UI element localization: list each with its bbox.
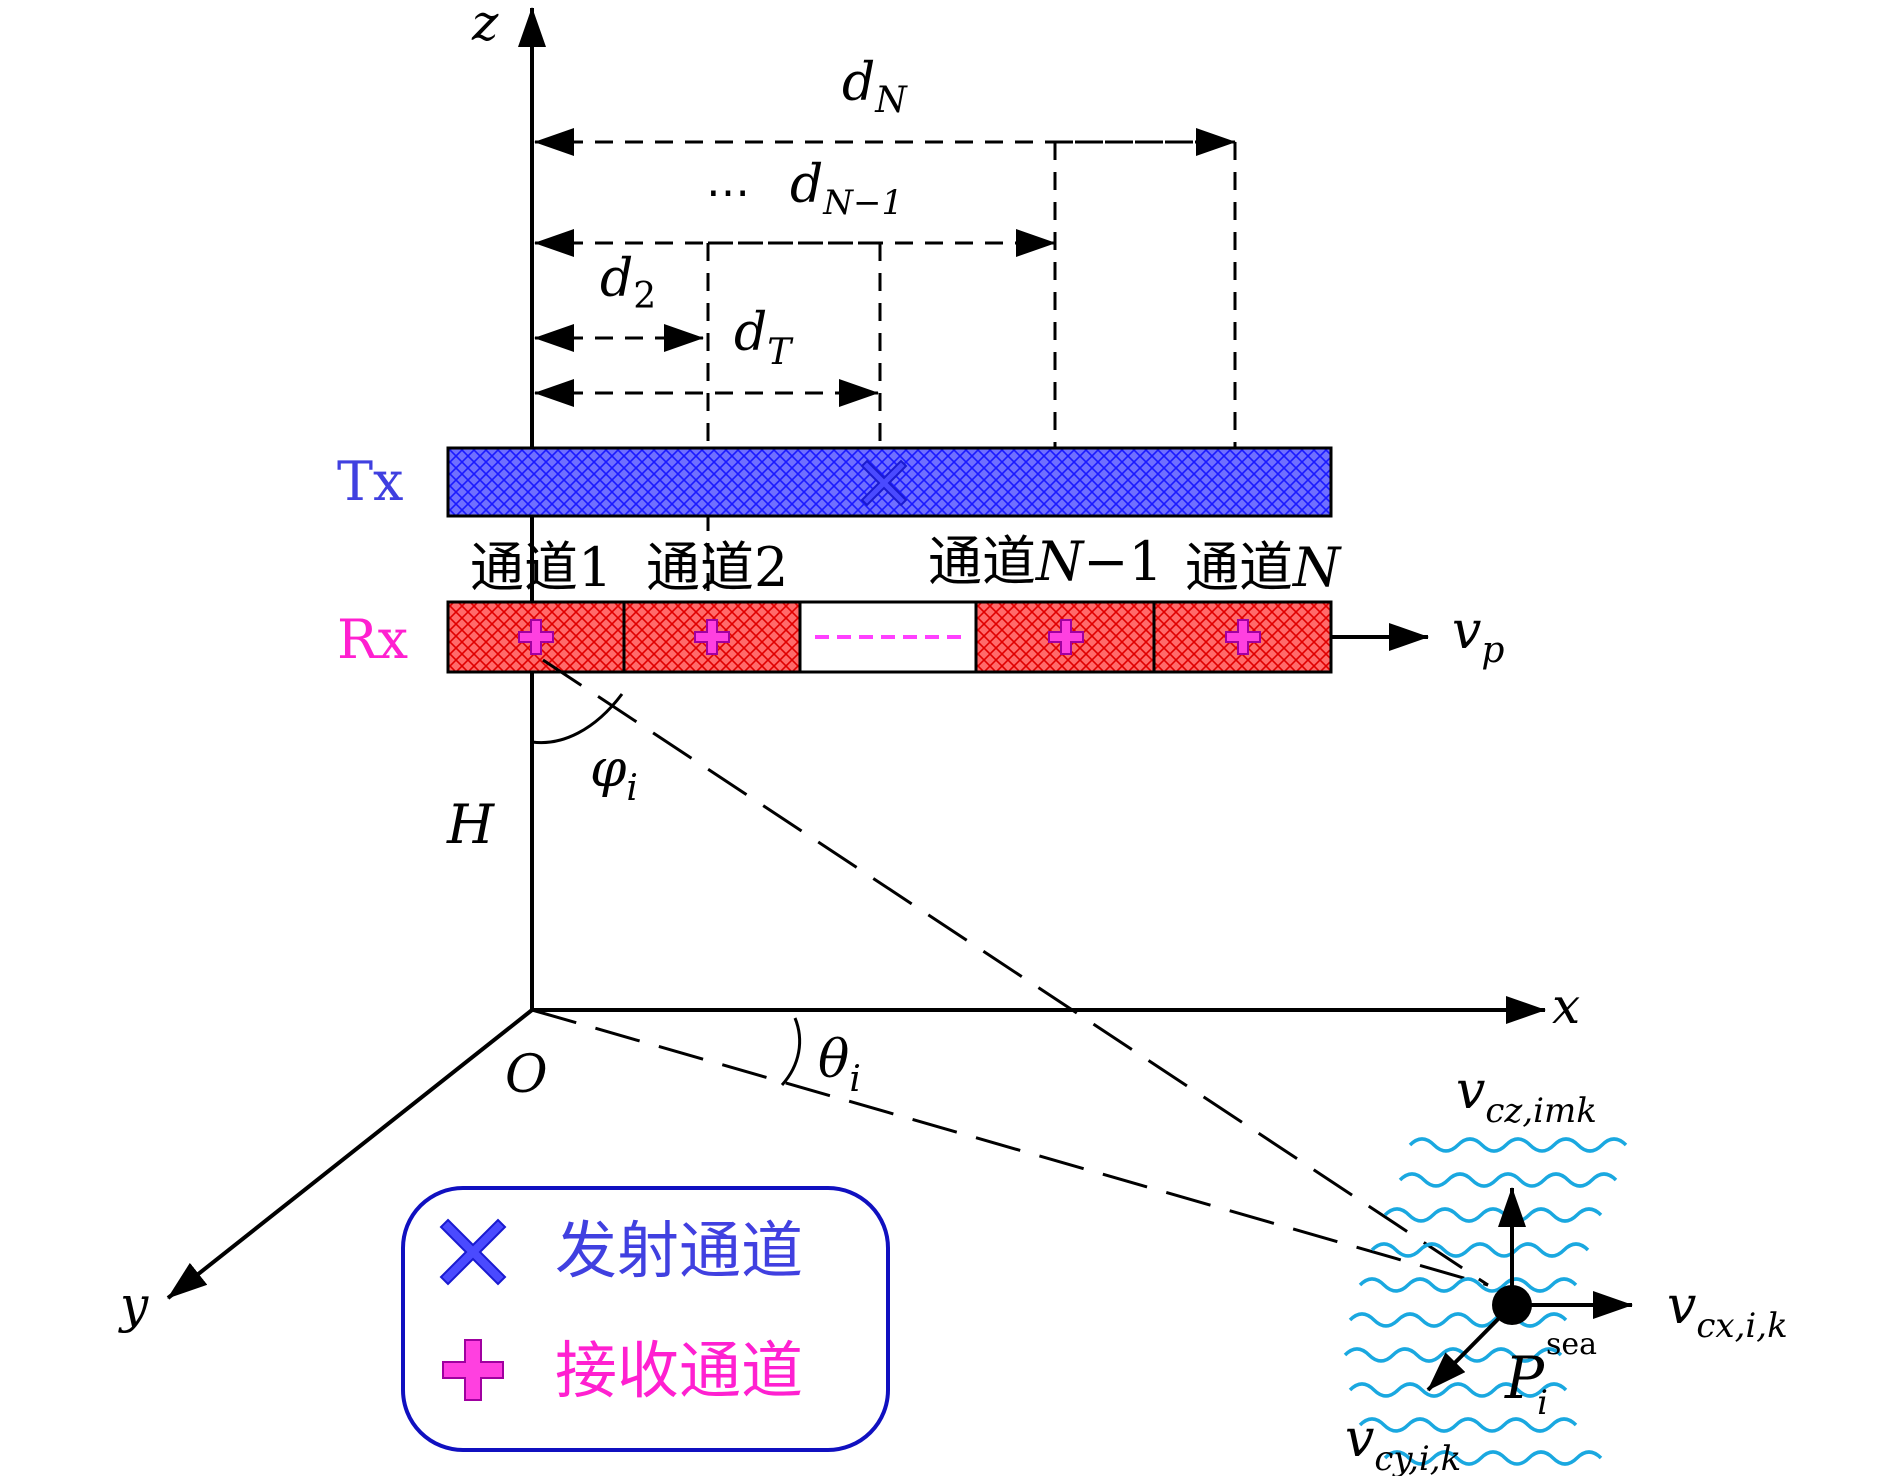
theta-arc — [780, 1017, 802, 1087]
y-axis — [166, 1008, 534, 1300]
dT-label: dT — [734, 303, 794, 373]
tx-antenna: Tx — [337, 446, 1333, 518]
origin-label: O — [505, 1045, 548, 1105]
channel-N-1-label: 通道N−1 — [928, 530, 1163, 593]
distance-arrows — [534, 128, 1236, 407]
legend-rx-label: 接收通道 — [555, 1334, 803, 1407]
channel-2-label: 通道2 — [646, 536, 788, 599]
legend-box — [401, 1186, 890, 1452]
tx-channel-marker — [860, 459, 908, 507]
distance-guides — [706, 140, 1237, 600]
tx-label: Tx — [337, 450, 403, 513]
rx-label: Rx — [337, 608, 408, 671]
channel-labels: 通道1 通道2 通道N−1 通道N — [470, 530, 1342, 599]
dN1-label: dN−1 — [790, 155, 903, 223]
legend-rx-marker — [442, 1339, 504, 1401]
vcx-label: vcx,i,k — [1667, 1276, 1788, 1346]
x-axis-label: x — [1552, 977, 1580, 1035]
axes: z x y O — [118, 0, 1580, 1334]
scatterer — [1426, 1187, 1633, 1392]
scatter-point — [1492, 1285, 1532, 1325]
z-axis-label: z — [471, 0, 499, 52]
dN-label: dN — [842, 53, 908, 121]
look-geometry — [531, 658, 1489, 1287]
legend-tx-label: 发射通道 — [555, 1214, 803, 1287]
rx-marker-2 — [694, 619, 730, 655]
rx-markers — [518, 619, 1261, 655]
channel-1-label: 通道1 — [470, 536, 612, 599]
vcz-label: vcz,imk — [1456, 1061, 1597, 1131]
vcy-label: vcy,i,k — [1345, 1409, 1461, 1476]
H-label: H — [446, 793, 495, 856]
vp-label: vp — [1452, 601, 1504, 671]
rx-segment-N — [1152, 600, 1333, 674]
rx-marker-N — [1225, 619, 1261, 655]
y-axis-label: y — [118, 1276, 149, 1334]
rx-antenna: Rx vp — [337, 600, 1504, 674]
channel-N-label: 通道N — [1185, 536, 1342, 599]
slant-line — [542, 658, 1489, 1287]
ground-line — [531, 1008, 1489, 1287]
rx-marker-N-1 — [1048, 619, 1084, 655]
sea-waves — [1343, 1137, 1628, 1466]
phi-arc — [531, 693, 624, 745]
rx-marker-1 — [518, 619, 554, 655]
phi-label: φi — [590, 739, 638, 809]
distance-labels: dN ⋯ dN−1 d2 dT — [600, 53, 908, 373]
legend: 发射通道 接收通道 — [401, 1186, 890, 1452]
d2-label: d2 — [600, 249, 656, 317]
legend-tx-marker — [439, 1218, 507, 1286]
theta-label: θi — [818, 1030, 861, 1100]
dN1-ellipsis: ⋯ — [706, 167, 750, 218]
